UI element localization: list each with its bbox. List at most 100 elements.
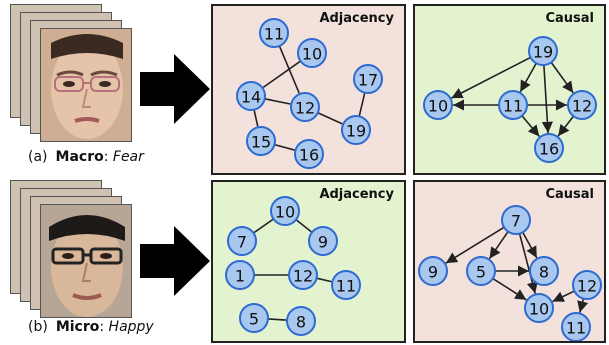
graph-edge xyxy=(267,318,287,321)
graph-node-circle xyxy=(331,270,361,300)
adjacency-graph-panel-micro: Adjacency 10 7 9 1 12 11 5 8 xyxy=(211,180,406,343)
graph-node-label: 15 xyxy=(251,133,271,152)
graph-node-circle xyxy=(498,90,528,120)
graph-edge xyxy=(492,277,527,301)
graph-canvas: 10 7 9 1 12 11 5 8 xyxy=(225,196,361,336)
graph-node: 8 xyxy=(529,256,559,286)
graph-node-circle xyxy=(239,303,269,333)
graph-node: 12 xyxy=(288,260,318,290)
graph-node-label: 9 xyxy=(428,263,438,282)
graph-node: 14 xyxy=(236,81,266,111)
graph-edge xyxy=(445,226,505,264)
graph-node: 11 xyxy=(498,90,528,120)
graph-node-circle xyxy=(524,293,554,323)
graph-node-label: 1 xyxy=(235,267,245,286)
graph-node-label: 8 xyxy=(296,313,306,332)
graph-node-circle xyxy=(567,90,597,120)
graph-edge xyxy=(274,143,295,151)
graph-node-label: 7 xyxy=(237,233,247,252)
graph-node-circle xyxy=(225,260,255,290)
graph-node-label: 10 xyxy=(275,203,295,222)
row-type: Micro xyxy=(55,319,100,335)
graph-node-label: 8 xyxy=(539,263,549,282)
graph-node-circle xyxy=(294,139,324,169)
graph-edge xyxy=(316,277,332,283)
graph-node-label: 10 xyxy=(302,45,322,64)
graph-node-label: 17 xyxy=(358,71,378,90)
graph-node-circle xyxy=(288,260,318,290)
graph-node-label: 10 xyxy=(529,300,549,319)
graph-node-label: 11 xyxy=(336,277,356,296)
graph-node: 12 xyxy=(567,90,597,120)
graph-edge xyxy=(358,92,366,116)
graph-node: 9 xyxy=(418,256,448,286)
graph-node: 7 xyxy=(227,226,257,256)
graph-edge xyxy=(262,60,302,89)
graph-node-label: 7 xyxy=(511,212,521,231)
graph-node-circle xyxy=(561,312,591,341)
graph-node-label: 12 xyxy=(295,99,315,118)
graph-node-circle xyxy=(270,196,300,226)
graph-node-circle xyxy=(572,270,602,300)
graph-edge xyxy=(518,233,538,294)
graph-node-label: 14 xyxy=(241,88,261,107)
graph-edge xyxy=(557,115,575,137)
graph-edge xyxy=(552,290,575,303)
graph-edge xyxy=(295,219,312,233)
graph-edge xyxy=(519,62,537,93)
graph-node-label: 11 xyxy=(503,97,523,116)
graph-edge xyxy=(577,298,589,313)
face-image-micro xyxy=(40,204,132,318)
graph-node-label: 11 xyxy=(264,25,284,44)
graph-node: 10 xyxy=(297,38,327,68)
panel-title: Causal xyxy=(545,11,594,26)
graph-edge xyxy=(522,231,538,259)
row-emotion: Happy xyxy=(108,319,154,335)
graph-node: 16 xyxy=(294,139,324,169)
graph-canvas: 7 9 5 8 12 10 11 xyxy=(418,205,602,341)
graph-node: 15 xyxy=(246,126,276,156)
graph-node-label: 16 xyxy=(299,146,319,165)
graph-node-circle xyxy=(353,64,383,94)
graph-node-label: 12 xyxy=(577,277,597,296)
graph-canvas: 11 10 14 12 17 19 15 16 xyxy=(236,18,383,169)
graph-edge xyxy=(488,231,509,260)
causal-graph-panel-micro: Causal 7 9 5 8 12 10 11 xyxy=(413,180,606,343)
graph-node: 16 xyxy=(534,133,564,163)
graph-node: 12 xyxy=(572,270,602,300)
graph-node-circle xyxy=(341,115,371,145)
graph-edge xyxy=(521,115,540,138)
graph-edge xyxy=(541,64,553,134)
row-emotion: Fear xyxy=(112,149,144,165)
graph-node-circle xyxy=(466,256,496,286)
graph-node: 7 xyxy=(501,205,531,235)
graph-node: 19 xyxy=(528,36,558,66)
adjacency-graph-panel-macro: Adjacency 11 10 14 12 17 19 15 16 xyxy=(211,4,406,175)
graph-node-circle xyxy=(297,38,327,68)
graph-node-label: 19 xyxy=(533,43,553,62)
graph-node-circle xyxy=(290,92,320,122)
graph-node-circle xyxy=(529,256,559,286)
graph-node: 5 xyxy=(239,303,269,333)
graph-node: 9 xyxy=(308,226,338,256)
graph-node-circle xyxy=(534,133,564,163)
graph-node: 11 xyxy=(331,270,361,300)
graph-node-circle xyxy=(227,226,257,256)
panel-title: Causal xyxy=(545,187,594,202)
big-arrow-icon xyxy=(140,226,210,296)
row-caption-micro: (b)Micro: Happy xyxy=(28,319,154,335)
panel-title: Adjacency xyxy=(319,11,394,26)
graph-node: 5 xyxy=(466,256,496,286)
graph-edge xyxy=(550,61,574,94)
graph-node-label: 9 xyxy=(318,233,328,252)
graph-node: 19 xyxy=(341,115,371,145)
graph-node-circle xyxy=(423,90,453,120)
graph-node-label: 11 xyxy=(566,319,586,338)
graph-node-circle xyxy=(501,205,531,235)
graph-node-circle xyxy=(236,81,266,111)
graph-node-label: 5 xyxy=(476,263,486,282)
graph-node: 11 xyxy=(259,18,289,48)
panel-title: Adjacency xyxy=(319,187,394,202)
